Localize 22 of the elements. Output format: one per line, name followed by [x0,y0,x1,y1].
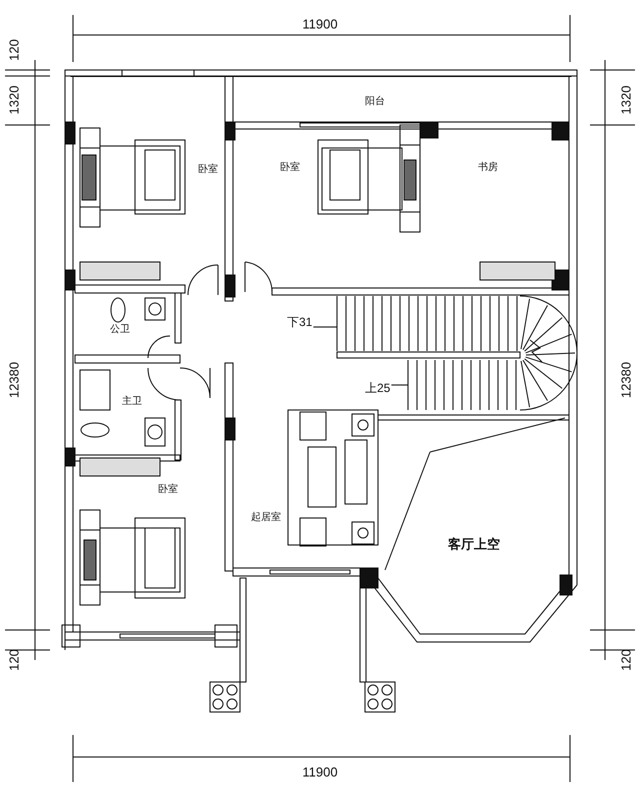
room-label: 阳台 [365,97,385,107]
room-label: 起居室 [251,513,281,523]
stair-flight-drawing [408,360,516,410]
leader-line [390,384,408,386]
dimension-label: 11900 [302,18,338,30]
dimension-label: 120 [8,39,20,61]
stair-flight-drawing [336,296,520,358]
stair-label: 上25 [364,381,392,395]
room-label: 卧室 [158,485,178,495]
room-label: 卧室 [198,165,218,175]
room-label: 卧室 [280,163,300,173]
room-label: 主卫 [122,397,142,407]
stair-label: 下31 [286,315,314,329]
dimension-label: 1320 [620,86,632,114]
room-label: 客厅上空 [448,538,500,552]
room-label: 书房 [478,163,498,173]
dimension-label: 12380 [8,362,20,398]
room-label: 公卫 [110,325,130,335]
dimension-label: 1320 [8,86,20,114]
dimension-label: 11900 [302,766,338,778]
leader-line [312,326,338,328]
dimension-label: 12380 [620,362,632,398]
